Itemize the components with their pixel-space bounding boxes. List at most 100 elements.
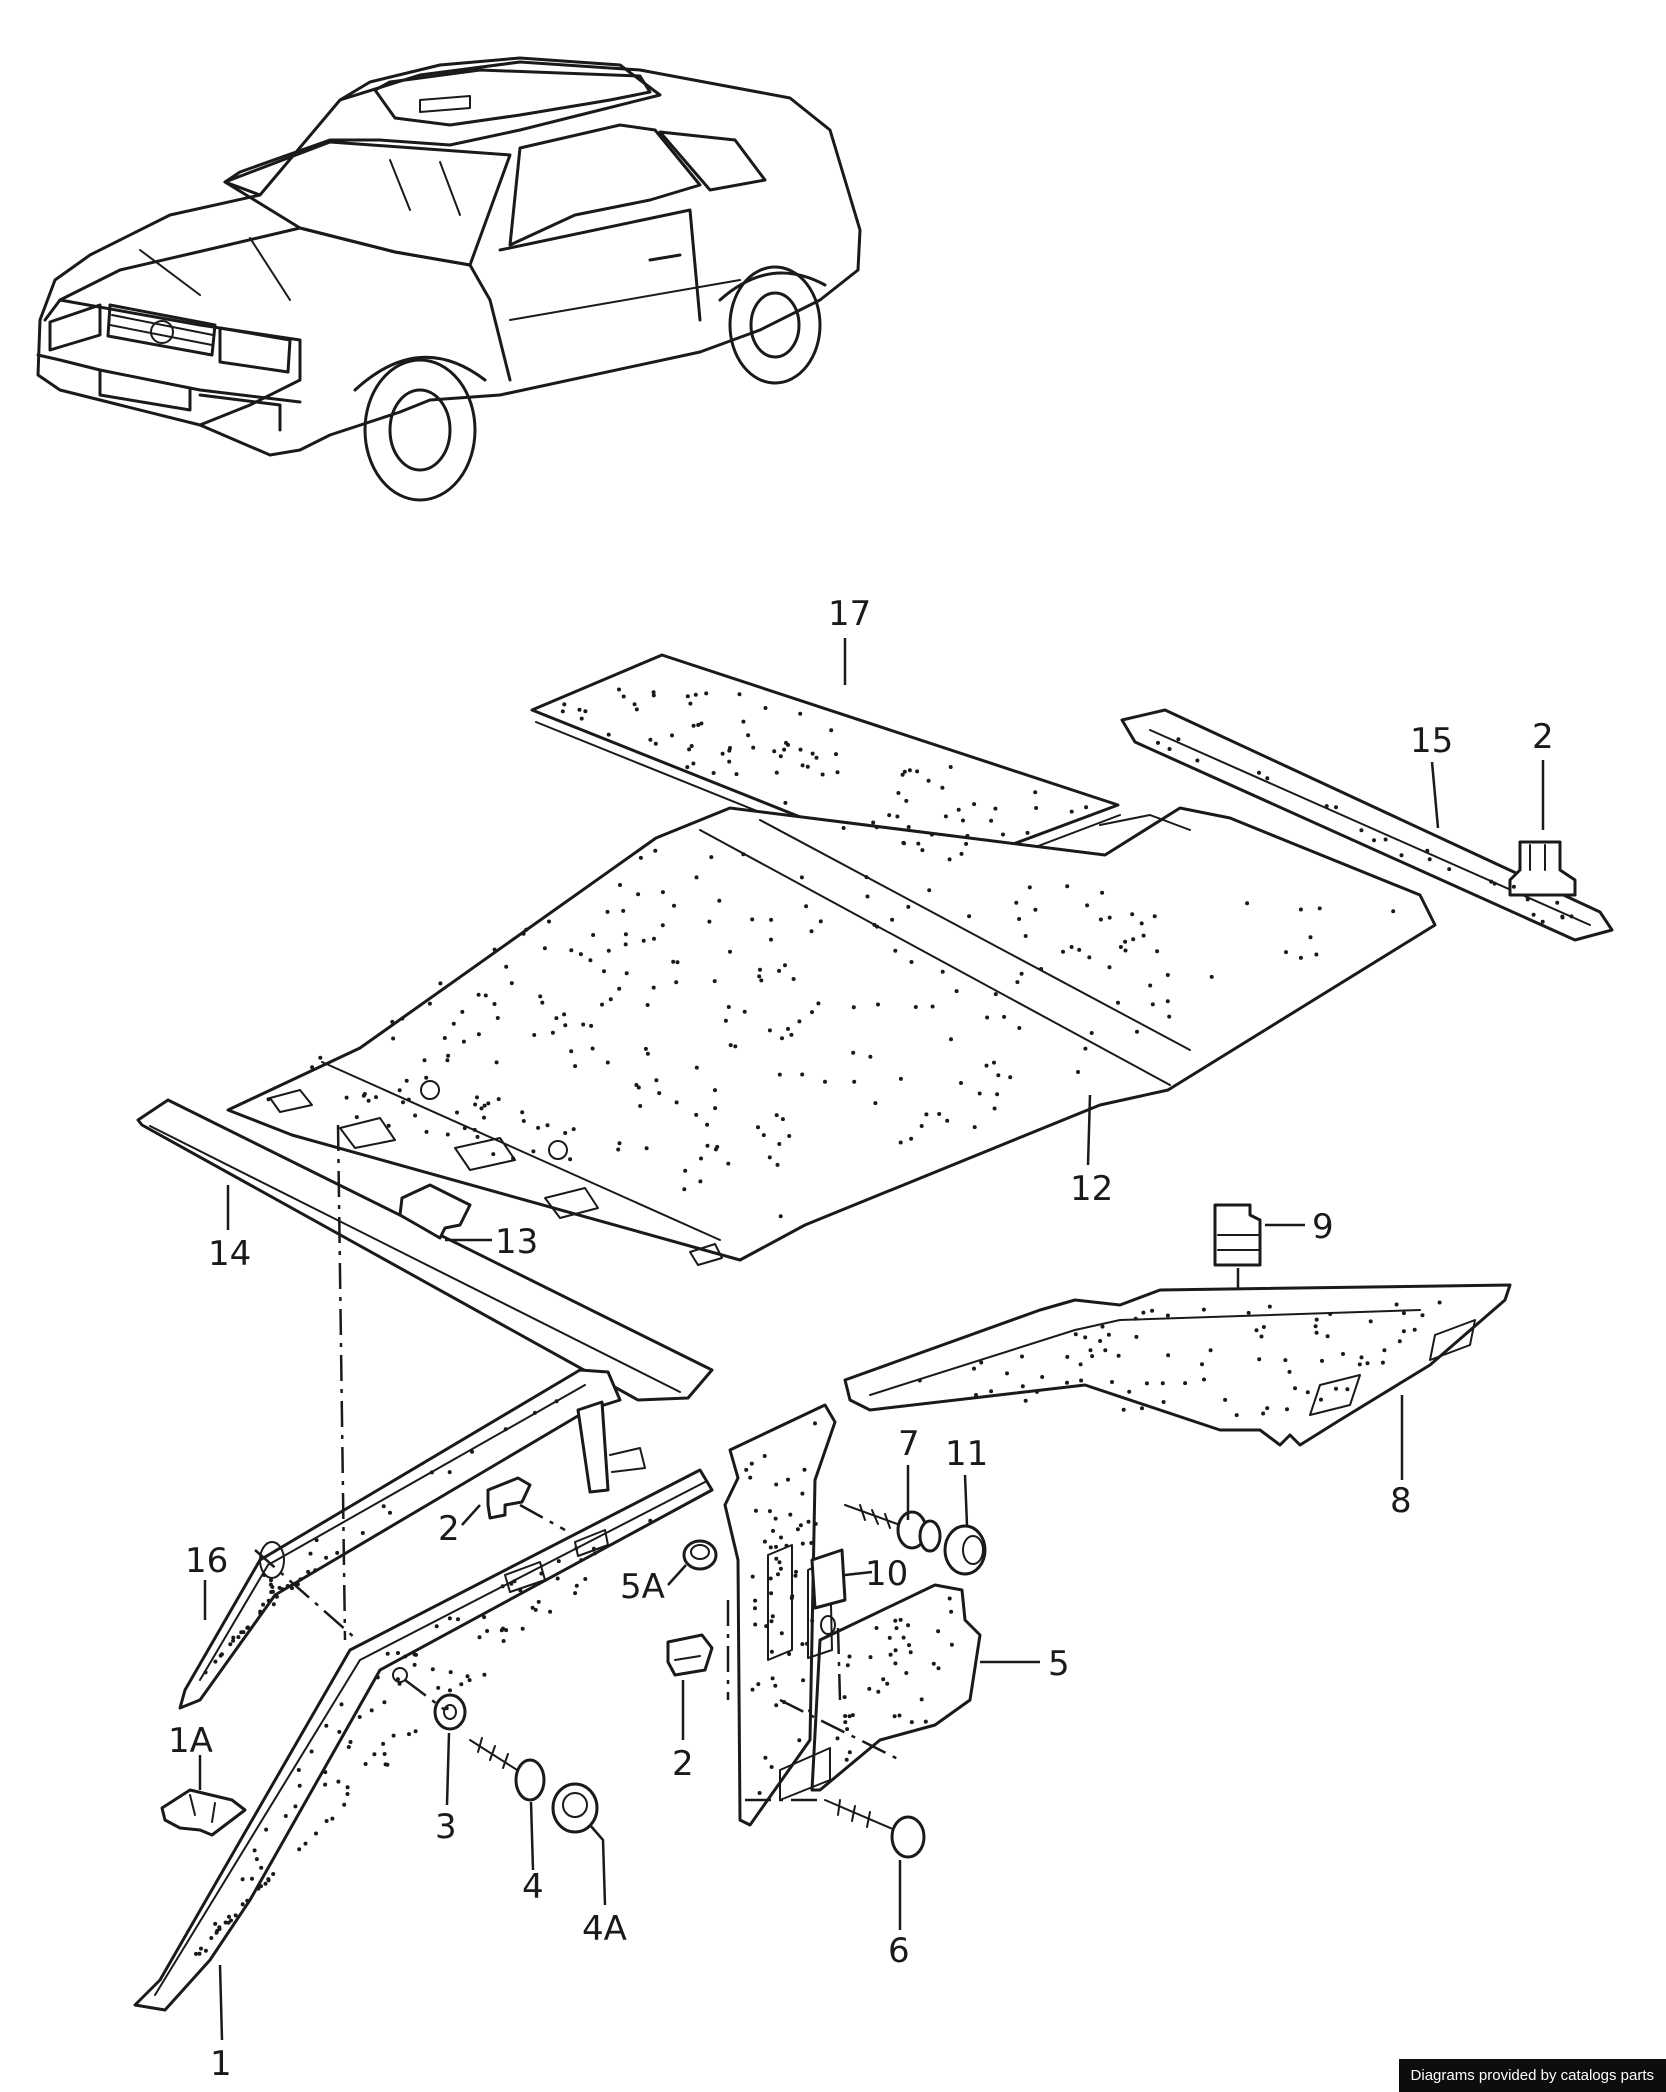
callout-2-mid: 2 <box>438 1509 460 1549</box>
texture-dot <box>1131 937 1136 942</box>
texture-dot <box>436 1685 441 1690</box>
callout-14: 14 <box>208 1234 251 1274</box>
texture-dot <box>511 1156 516 1161</box>
texture-dot <box>448 1688 452 1693</box>
texture-dot <box>1150 1002 1155 1007</box>
callout-10: 10 <box>865 1554 908 1594</box>
texture-dot <box>693 692 698 697</box>
texture-dot <box>772 749 777 754</box>
texture-dot <box>644 1146 649 1151</box>
texture-dot <box>777 1072 782 1077</box>
texture-dot <box>521 1119 526 1123</box>
texture-dot <box>509 981 514 986</box>
texture-dot <box>1019 971 1024 976</box>
texture-dot <box>741 852 746 857</box>
texture-dot <box>323 1770 328 1775</box>
texture-dot <box>1039 967 1044 971</box>
texture-dot <box>290 1586 294 1591</box>
texture-dot <box>381 1504 386 1509</box>
texture-dot <box>1427 857 1432 862</box>
texture-dot <box>1155 949 1160 954</box>
texture-dot <box>771 1528 775 1533</box>
texture-dot <box>1401 1311 1406 1316</box>
texture-dot <box>749 1461 754 1466</box>
texture-dot <box>573 1064 578 1069</box>
clip-13 <box>398 1183 472 1240</box>
texture-dot <box>298 1577 303 1582</box>
texture-dot <box>1079 1378 1084 1383</box>
texture-dot <box>715 1144 720 1149</box>
texture-dot <box>797 1019 802 1024</box>
texture-dot <box>851 1005 856 1010</box>
texture-dot <box>396 1651 400 1655</box>
texture-dot <box>985 1015 990 1020</box>
texture-dot <box>1195 758 1200 763</box>
texture-dot <box>847 1714 852 1719</box>
texture-dot <box>782 1700 786 1704</box>
texture-dot <box>1254 1328 1259 1333</box>
texture-dot <box>271 1872 276 1876</box>
texture-dot <box>573 1591 578 1596</box>
texture-dot <box>762 1539 767 1544</box>
texture-dot <box>797 1738 802 1743</box>
texture-dot <box>769 1591 774 1596</box>
texture-dot <box>726 1161 731 1166</box>
texture-dot <box>800 1642 805 1647</box>
texture-dot <box>809 929 814 934</box>
texture-dot <box>545 1123 550 1128</box>
texture-dot <box>258 1609 263 1614</box>
texture-dot <box>632 702 637 707</box>
texture-dot <box>741 719 746 724</box>
texture-dot <box>926 778 931 783</box>
texture-dot <box>881 1677 886 1682</box>
texture-dot <box>310 1065 315 1070</box>
texture-dot <box>1257 770 1261 775</box>
texture-dot <box>581 1022 586 1027</box>
texture-dot <box>591 1546 596 1551</box>
texture-dot <box>1420 1313 1425 1318</box>
texture-dot <box>936 1666 941 1671</box>
texture-dot <box>372 1752 377 1757</box>
texture-dot <box>636 892 641 897</box>
texture-dot <box>494 1060 499 1065</box>
texture-dot <box>1121 1407 1126 1412</box>
texture-dot <box>346 1745 351 1749</box>
texture-dot <box>800 1491 805 1496</box>
texture-dot <box>873 1101 878 1106</box>
texture-dot <box>734 772 739 777</box>
texture-dot <box>413 1113 418 1118</box>
texture-dot <box>274 1594 279 1599</box>
texture-dot <box>400 1016 405 1021</box>
texture-dot <box>750 917 755 922</box>
texture-dot <box>705 1122 710 1127</box>
texture-dot <box>1089 1031 1094 1035</box>
texture-dot <box>492 947 497 952</box>
texture-dot <box>459 1682 464 1687</box>
texture-dot <box>617 1141 622 1146</box>
texture-dot <box>296 1768 301 1772</box>
texture-dot <box>1015 980 1020 985</box>
texture-dot <box>309 1749 314 1754</box>
texture-dot <box>774 1482 779 1487</box>
texture-dot <box>606 732 611 737</box>
texture-dot <box>948 765 953 769</box>
texture-dot <box>648 1518 653 1523</box>
texture-dot <box>354 1115 359 1120</box>
texture-dot <box>429 1470 434 1475</box>
texture-dot <box>228 1642 233 1647</box>
texture-dot <box>539 1571 544 1576</box>
texture-dot <box>967 914 972 919</box>
texture-dot <box>972 1366 976 1371</box>
texture-dot <box>605 1060 610 1065</box>
texture-dot <box>768 1545 773 1550</box>
texture-dot <box>388 1510 392 1515</box>
texture-dot <box>1345 1387 1350 1392</box>
texture-dot <box>318 1055 323 1060</box>
texture-dot <box>707 919 712 924</box>
texture-dot <box>1259 1334 1264 1339</box>
callout-1A: 1A <box>168 1721 213 1761</box>
texture-dot <box>1020 1384 1025 1389</box>
part-5-pillar <box>723 1403 982 1827</box>
texture-dot <box>769 1619 774 1624</box>
texture-dot <box>467 1678 472 1683</box>
